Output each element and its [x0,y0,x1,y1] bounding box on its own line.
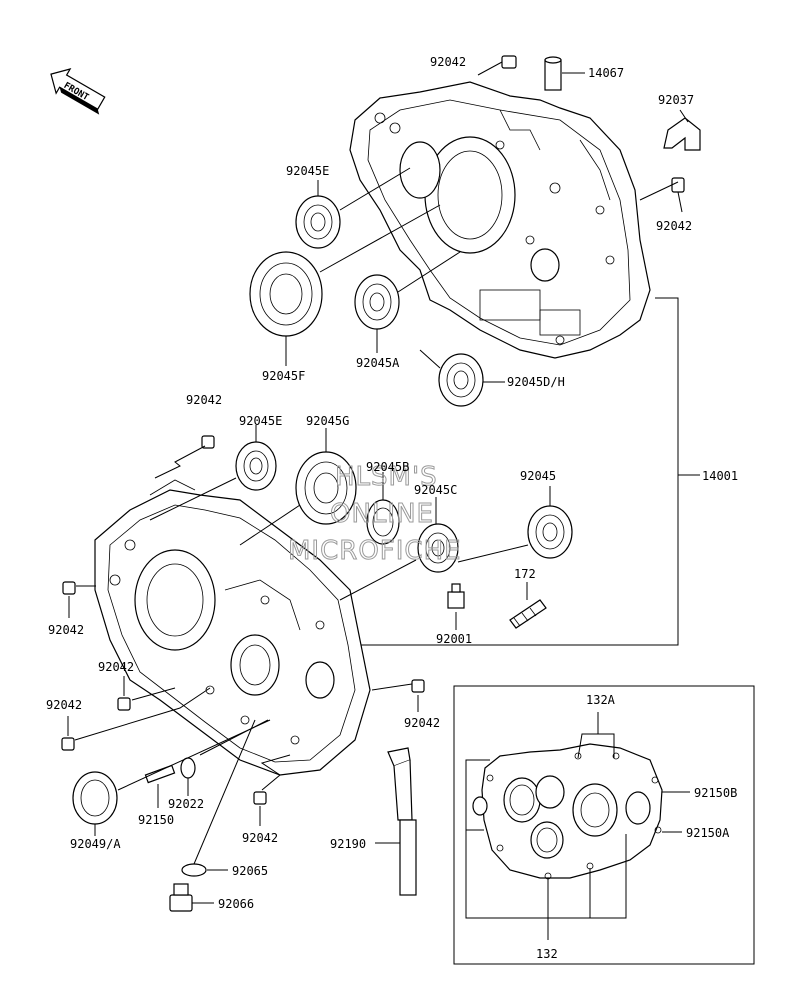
dowel-pin-right [671,177,685,193]
dowel-pin-bottom-mid [411,679,425,693]
bearing-92045E-mid [235,441,277,491]
label-92045E-mid: 92045E [239,414,282,428]
plug-92066 [169,883,193,912]
label-92065: 92065 [232,864,268,878]
label-92045C: 92045C [414,483,457,497]
label-92042-left2: 92042 [98,660,134,674]
dowel-pin-mid [201,435,215,449]
bracket-92037 [663,117,701,151]
label-92150B: 92150B [694,786,737,800]
right-crankcase-half [349,81,651,359]
gasket-92065 [181,863,207,877]
plug-92001 [447,583,465,609]
label-92049A: 92049/A [70,837,121,851]
label-132: 132 [536,947,558,961]
dowel-pin-left2 [117,697,131,711]
watermark-line3: MICROFICHE [288,536,462,566]
inset-crankcase [472,743,663,880]
watermark-line2: ONLINE [330,499,434,529]
dowel-pin-left3 [61,737,75,751]
label-14001: 14001 [702,469,738,483]
left-crankcase-half [94,479,371,776]
label-92045A: 92045A [356,356,400,370]
bearing-92045 [527,505,573,559]
label-92150: 92150 [138,813,174,827]
label-92022: 92022 [168,797,204,811]
bearing-92045B [366,499,400,545]
label-92045G: 92045G [306,414,349,428]
label-92001: 92001 [436,632,472,646]
label-92042-left: 92042 [48,623,84,637]
label-92042-top: 92042 [430,55,466,69]
label-92045E-top: 92045E [286,164,329,178]
hose-92190 [387,747,417,896]
inset-box [453,685,755,965]
label-92037: 92037 [658,93,694,107]
label-132A: 132A [586,693,616,707]
label-92045: 92045 [520,469,556,483]
oil-jet-14067 [544,56,562,91]
stud-172 [509,599,547,629]
label-92150A: 92150A [686,826,730,840]
label-92042-left3: 92042 [46,698,82,712]
bearing-92045E-top [295,195,341,249]
bearing-92045A [354,274,400,330]
dowel-pin-bottom [253,791,267,805]
label-92042-bottom: 92042 [242,831,278,845]
label-92045DH: 92045D/H [507,375,565,389]
label-92066: 92066 [218,897,254,911]
label-92045B: 92045B [366,460,409,474]
dowel-pin-top [501,55,517,69]
label-92042-bottom-mid: 92042 [404,716,440,730]
label-92190: 92190 [330,837,366,851]
bolt-92150 [144,764,176,784]
bearing-92045F [249,251,323,337]
bearing-92045DH [438,353,484,407]
oil-seal-92049A [72,771,118,825]
dowel-pin-left [62,581,76,595]
label-92042-mid: 92042 [186,393,222,407]
bearing-92045C [417,523,459,573]
label-172: 172 [514,567,536,581]
label-92045F: 92045F [262,369,305,383]
washer-92022 [180,757,196,779]
label-14067: 14067 [588,66,624,80]
watermark-line1: HLSM'S [335,462,438,492]
label-92042-right: 92042 [656,219,692,233]
front-arrow-icon: FRONT [50,68,106,115]
